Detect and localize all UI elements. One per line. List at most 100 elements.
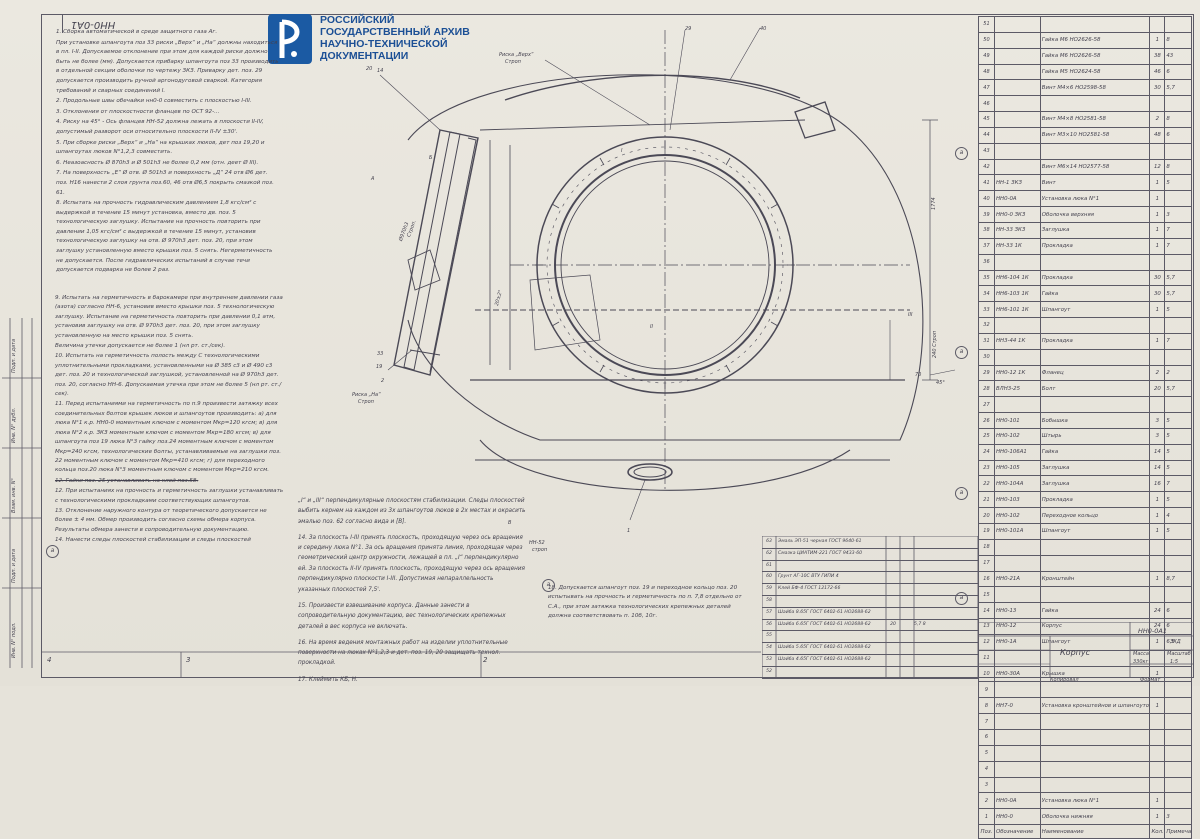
- capsule-drawing: [379, 27, 956, 521]
- spec-cell-pos: 24: [978, 443, 995, 461]
- spec-cell-des: [993, 111, 1041, 128]
- spec-header-designation: Обозначение: [993, 824, 1041, 839]
- technical-notes-top: 1. Сборка автоматической в среде защитно…: [56, 28, 281, 277]
- spec-cell-q2: [1164, 744, 1192, 762]
- materials-row: 52: [762, 666, 978, 679]
- spec-cell-q1: 14: [1149, 443, 1166, 461]
- spec-cell-des: НН0-105: [993, 459, 1041, 477]
- spec-cell-name: [1039, 744, 1151, 762]
- spec-cell-name: Установка люка N°1: [1039, 190, 1151, 208]
- spec-cell-pos: 44: [978, 126, 995, 144]
- spec-cell-pos: 29: [978, 364, 995, 382]
- spec-row: 17: [978, 554, 1192, 572]
- spec-cell-name: Болт: [1039, 380, 1151, 398]
- label-angle-45: 45°: [936, 380, 945, 386]
- spec-cell-q2: [1164, 95, 1192, 113]
- label-hh52-strop: строп: [532, 547, 548, 553]
- spec-cell-des: [993, 79, 1041, 97]
- spec-cell-q1: [1149, 317, 1166, 334]
- spec-cell-des: [993, 681, 1041, 699]
- spec-cell-name: Переходное кольцо: [1039, 507, 1151, 524]
- leader-33: 33: [377, 351, 384, 357]
- spec-cell-des: [993, 554, 1041, 572]
- spec-cell-des: [993, 586, 1041, 604]
- sphere-bottom: [479, 439, 851, 491]
- spec-cell-q1: [1149, 396, 1166, 414]
- spec-cell-name: Оболочка нижняя: [1039, 808, 1151, 826]
- spec-cell-q2: 5: [1164, 427, 1192, 445]
- section-marker-a4: а: [955, 592, 968, 605]
- materials-cell-a: 59: [766, 586, 772, 592]
- spec-cell-name: [1039, 142, 1151, 160]
- materials-cell-a: 58: [766, 598, 772, 603]
- spec-cell-q1: [1149, 713, 1166, 730]
- spec-cell-name: Гайка М5 НО2624-58: [1039, 63, 1151, 81]
- spec-cell-pos: 2: [978, 792, 995, 810]
- spec-cell-name: [1039, 396, 1151, 414]
- spec-cell-des: [993, 776, 1041, 794]
- leader-1: 1: [627, 528, 631, 534]
- spec-cell-name: Фланец: [1039, 364, 1151, 382]
- spec-cell-q2: 5,7: [1164, 79, 1192, 97]
- spec-cell-q2: [1164, 728, 1192, 746]
- spec-cell-name: Заглушка: [1039, 475, 1151, 493]
- label-s-b: Б: [429, 155, 433, 161]
- strip-label-3: Взам. инв. N°: [11, 478, 17, 513]
- left-strip-grid: [2, 318, 41, 668]
- spec-cell-name: [1039, 728, 1151, 746]
- spec-cell-q2: 2: [1164, 364, 1192, 382]
- materials-row: 62 Смазка ЦИАТИМ-221 ГОСТ 9433-60: [762, 548, 978, 561]
- spec-cell-q2: [1164, 317, 1192, 334]
- spec-cell-des: [993, 63, 1041, 81]
- spec-cell-name: Шпангоут: [1039, 523, 1151, 540]
- note-7: 7. На поверхность „Е“ Ø отв. Ø 501h3 и п…: [56, 170, 274, 196]
- spec-cell-q1: 1: [1149, 792, 1166, 810]
- spec-header-pos: Поз.: [978, 824, 995, 839]
- materials-cell-a: 55: [766, 633, 772, 639]
- spec-cell-q1: 46: [1149, 63, 1166, 81]
- logo-line-1: РОССИЙСКИЙ: [320, 14, 395, 26]
- spec-cell-des: [993, 396, 1041, 414]
- materials-cell-a: 62: [766, 550, 772, 556]
- spec-cell-q2: 3: [1164, 808, 1192, 826]
- materials-cell-b: Смазка ЦИАТИМ-221 ГОСТ 9433-60: [778, 550, 863, 556]
- spec-cell-pos: 7: [978, 713, 995, 730]
- spec-cell-q2: 8: [1164, 111, 1192, 128]
- note-17: 17. Клеймить КБ, Н.: [298, 676, 358, 683]
- spec-cell-des: [993, 16, 1041, 33]
- archive-logo-text: РОССИЙСКИЙ ГОСУДАРСТВЕННЫЙ АРХИВ НАУЧНО-…: [320, 14, 480, 62]
- spec-cell-des: НН6-104 1К: [993, 269, 1041, 287]
- leader-19: 19: [376, 364, 383, 370]
- spec-header-name: Наименование: [1039, 824, 1151, 839]
- materials-cell-b: Шайба 8.65Г ГОСТ 6402-61 НО2688-62: [778, 609, 871, 615]
- spec-cell-q2: 5: [1164, 174, 1192, 192]
- spec-cell-q2: 5,7: [1164, 380, 1192, 398]
- spec-cell-q2: 8: [1164, 31, 1192, 49]
- spec-row: 6: [978, 728, 1192, 746]
- spec-cell-name: Гайка М6 НО2626-58: [1039, 31, 1151, 49]
- spec-cell-name: Винт: [1039, 174, 1151, 192]
- spec-cell-des: НН3-44 1К: [993, 332, 1041, 350]
- spec-cell-des: [993, 538, 1041, 556]
- label-section-II: II: [650, 324, 653, 330]
- note-15: 15. Произвести взвешивание корпуса. Данн…: [298, 602, 506, 630]
- note-3: 3. Отклонения от плоскостности фланцев п…: [56, 108, 220, 115]
- spec-cell-pos: 49: [978, 47, 995, 65]
- spec-cell-pos: 36: [978, 253, 995, 271]
- spec-cell-name: [1039, 538, 1151, 556]
- spec-header-qty: Кол.: [1149, 824, 1166, 839]
- materials-cell-a: 63: [766, 539, 772, 544]
- spec-cell-name: [1039, 16, 1151, 33]
- spec-cell-q1: 1: [1149, 206, 1166, 223]
- spec-row: 18: [978, 538, 1192, 556]
- spec-cell-pos: 20: [978, 507, 995, 524]
